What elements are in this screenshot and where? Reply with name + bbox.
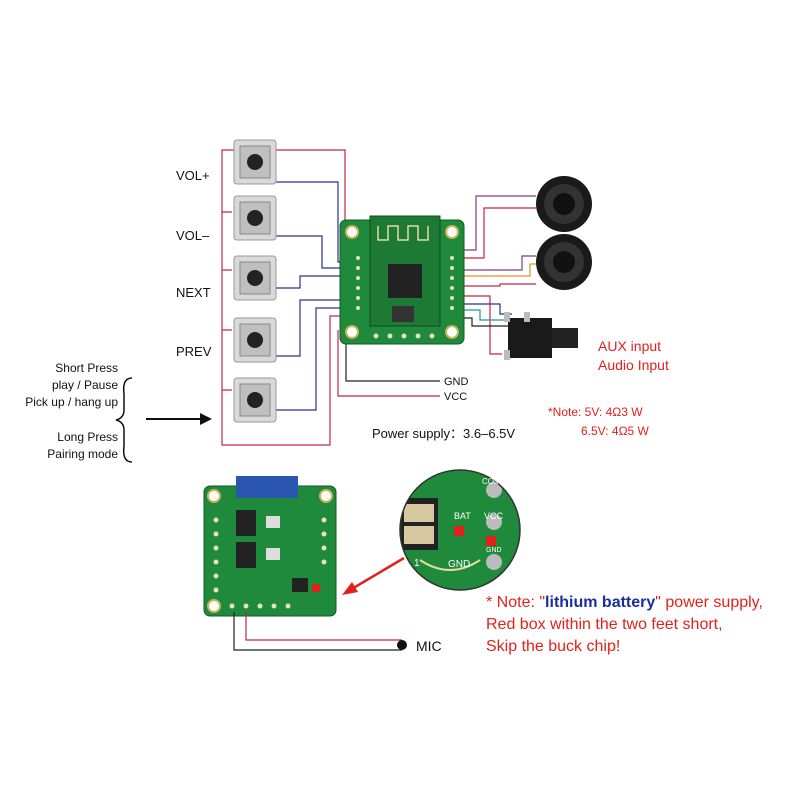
speaker-1 xyxy=(536,176,592,232)
speaker-2 xyxy=(536,234,592,290)
bluetooth-board xyxy=(339,215,465,345)
zoom-label-com: COM xyxy=(482,477,501,486)
zoom-label-gnd: GND xyxy=(448,559,470,570)
short-press-text: Short Press play / Pause Pick up / hang … xyxy=(10,360,118,411)
battery-note-prefix: * Note: " xyxy=(486,594,546,611)
short-press-line-1: Short Press xyxy=(55,361,118,375)
wire-common-red xyxy=(221,158,352,446)
speaker-note-line-1: *Note: 5V: 4Ω3 W xyxy=(548,405,643,419)
zoom-label-bat: BAT xyxy=(454,511,471,521)
button-label-volplus: VOL+ xyxy=(176,168,210,183)
button-label-volminus: VOL– xyxy=(176,228,210,243)
short-press-line-2: play / Pause xyxy=(51,378,118,392)
arrow-head xyxy=(200,413,212,425)
tactile-switch-2 xyxy=(233,195,277,241)
long-press-line-1: Long Press xyxy=(57,430,118,444)
battery-note-highlight: lithium battery xyxy=(545,594,656,611)
wire-play-blue xyxy=(276,307,352,411)
long-press-line-2: Pairing mode xyxy=(47,447,118,461)
vcc-label: VCC xyxy=(444,391,468,403)
aux-input-label: AUX input xyxy=(598,338,662,354)
short-press-line-3: Pick up / hang up xyxy=(25,395,118,409)
gnd-label: GND xyxy=(444,376,469,388)
battery-note-line-2: Red box within the two feet short, xyxy=(486,616,723,633)
zoom-label-one: 1 xyxy=(414,558,420,569)
button-group xyxy=(233,139,277,423)
zoom-label-gnd-small: GND xyxy=(486,547,502,554)
pointer-arrow xyxy=(349,556,405,592)
zoom-detail xyxy=(400,470,520,590)
tactile-switch-1 xyxy=(233,139,277,185)
aux-jack xyxy=(504,312,578,360)
wire-vcc xyxy=(337,330,440,397)
long-press-text: Long Press Pairing mode xyxy=(10,429,118,463)
battery-note-line-3: Skip the buck chip! xyxy=(486,638,621,655)
button-label-next: NEXT xyxy=(176,285,211,300)
zoom-label-vcc: VCC xyxy=(484,511,504,521)
wire-gnd xyxy=(345,330,440,382)
wire-next-blue xyxy=(276,275,352,289)
amplifier-board xyxy=(203,476,337,617)
wire-volminus-blue xyxy=(276,235,352,269)
speaker-note-line-2: 6.5V: 4Ω5 W xyxy=(581,424,649,438)
brace xyxy=(115,377,133,463)
tactile-switch-4 xyxy=(233,317,277,363)
mic-label: MIC xyxy=(416,638,442,654)
battery-note-suffix: " power supply, xyxy=(655,594,763,611)
wire-prev-blue xyxy=(276,299,352,357)
tactile-switch-3 xyxy=(233,255,277,301)
mic-dot xyxy=(397,640,407,650)
power-supply-label: Power supply：3.6–6.5V xyxy=(372,426,516,441)
audio-input-label: Audio Input xyxy=(598,357,669,373)
wire-common-red-top xyxy=(221,149,346,255)
tactile-switch-5 xyxy=(233,377,277,423)
button-label-prev: PREV xyxy=(176,344,212,359)
battery-note: * Note: "lithium battery" power supply, … xyxy=(486,592,763,658)
